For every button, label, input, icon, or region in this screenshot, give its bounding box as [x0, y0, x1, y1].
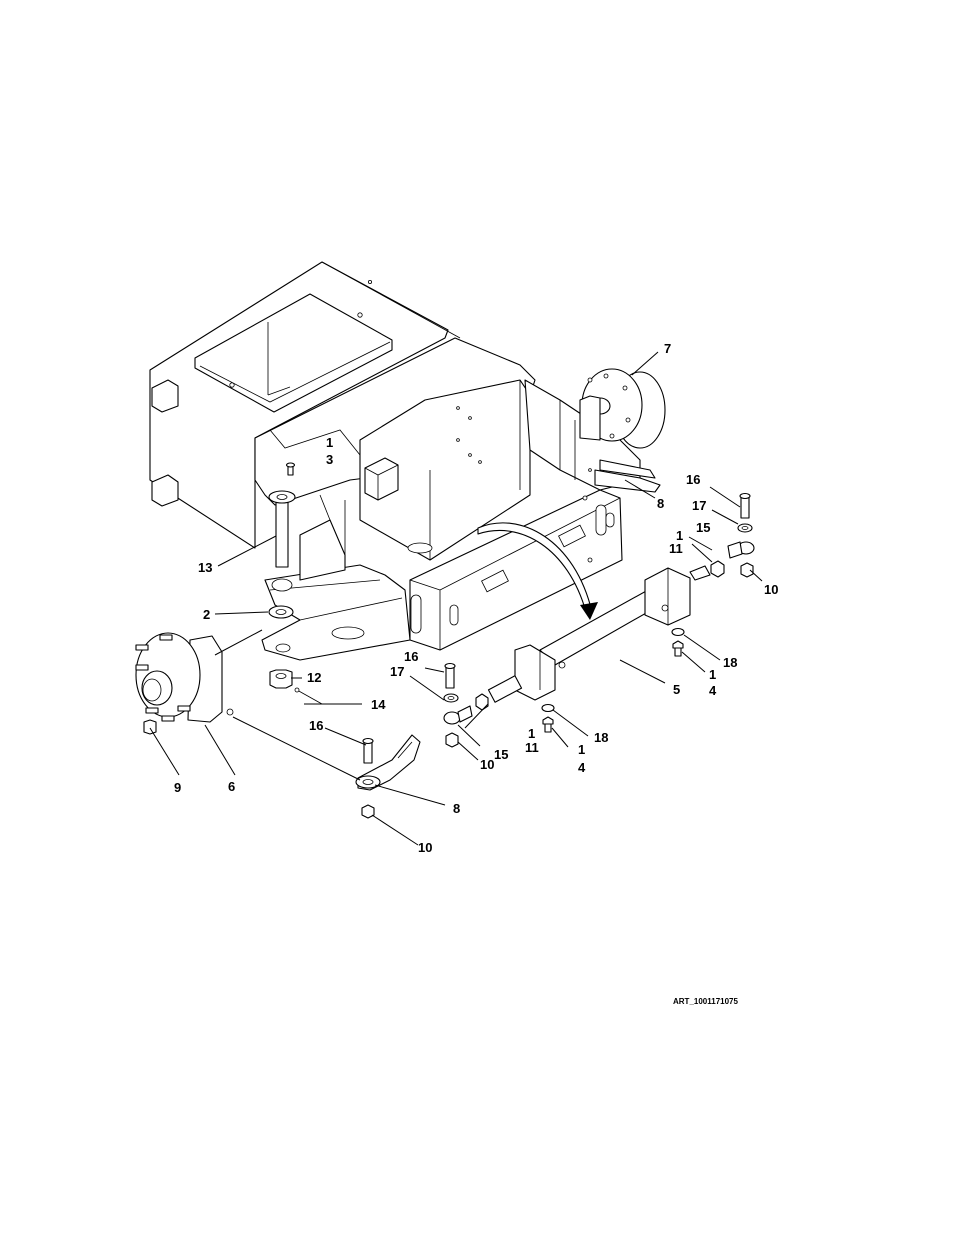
- callout-16-b: 16: [404, 649, 418, 664]
- callout-18-b: 18: [594, 730, 608, 745]
- washer-18-left: [541, 703, 555, 713]
- callout-13: 13: [198, 560, 212, 575]
- callout-11-a: 11: [669, 541, 683, 556]
- nut-11-right: [710, 560, 725, 578]
- wheel-hub-6: [135, 632, 234, 723]
- bolt-16-left: [444, 662, 456, 689]
- callout-10-b: 10: [480, 757, 494, 772]
- callout-8-b: 8: [453, 801, 460, 816]
- callout-16-c: 16: [309, 718, 323, 733]
- washer-17-right: [737, 523, 753, 533]
- callout-1-c: 1: [528, 726, 535, 741]
- rod-end-15-left: [443, 705, 473, 725]
- callout-labels: 7 1 3 8 16 17 1 15 11 10 13 2 12 14 16 1…: [174, 341, 778, 1006]
- bolt-16-right: [739, 492, 751, 519]
- callout-10-a: 10: [764, 582, 778, 597]
- callout-6: 6: [228, 779, 235, 794]
- callout-14: 14: [371, 697, 386, 712]
- chassis-frame: [149, 261, 641, 661]
- callout-10-c: 10: [418, 840, 432, 855]
- callout-1-b: 1: [676, 528, 683, 543]
- callout-5: 5: [673, 682, 680, 697]
- callout-17-b: 17: [390, 664, 404, 679]
- callout-7: 7: [664, 341, 671, 356]
- callout-1-e: 1: [578, 742, 585, 757]
- callout-1-a: 1: [326, 435, 333, 450]
- washer-2: [268, 605, 294, 619]
- callout-18-a: 18: [723, 655, 737, 670]
- bolt-4-right: [672, 640, 684, 657]
- art-number: ART_1001171075: [673, 997, 738, 1006]
- callout-17-a: 17: [692, 498, 706, 513]
- steering-arm-8: [355, 734, 421, 791]
- callout-4-b: 4: [578, 760, 586, 775]
- callout-11-b: 11: [525, 740, 539, 755]
- axle-hub-7: [579, 368, 666, 449]
- washer-18-right: [671, 627, 685, 637]
- callout-15-b: 15: [494, 747, 508, 762]
- rod-end-15-right: [727, 541, 755, 559]
- callout-8-a: 8: [657, 496, 664, 511]
- callout-16-a: 16: [686, 472, 700, 487]
- steering-cylinder-5: [487, 565, 711, 703]
- nut-10-left: [445, 732, 459, 748]
- cotter-pin-14: [294, 687, 323, 705]
- callout-9: 9: [174, 780, 181, 795]
- castle-nut-12: [269, 669, 293, 689]
- callout-15-a: 15: [696, 520, 710, 535]
- lug-nut-9: [143, 719, 157, 735]
- pin-13: [268, 490, 296, 568]
- callout-12: 12: [307, 670, 321, 685]
- nut-10-lower: [361, 804, 375, 819]
- bolt-3: [285, 462, 296, 476]
- bolt-16-lower: [362, 737, 374, 764]
- bolt-4-left: [542, 716, 554, 733]
- callout-3: 3: [326, 452, 333, 467]
- callout-2: 2: [203, 607, 210, 622]
- callout-1-d: 1: [709, 667, 716, 682]
- nut-10-right: [740, 562, 754, 578]
- nut-11-left: [475, 693, 489, 711]
- rotation-arrow: [477, 522, 598, 620]
- leader-lines: [149, 351, 763, 846]
- callout-4-a: 4: [709, 683, 717, 698]
- washer-17-left: [443, 693, 459, 703]
